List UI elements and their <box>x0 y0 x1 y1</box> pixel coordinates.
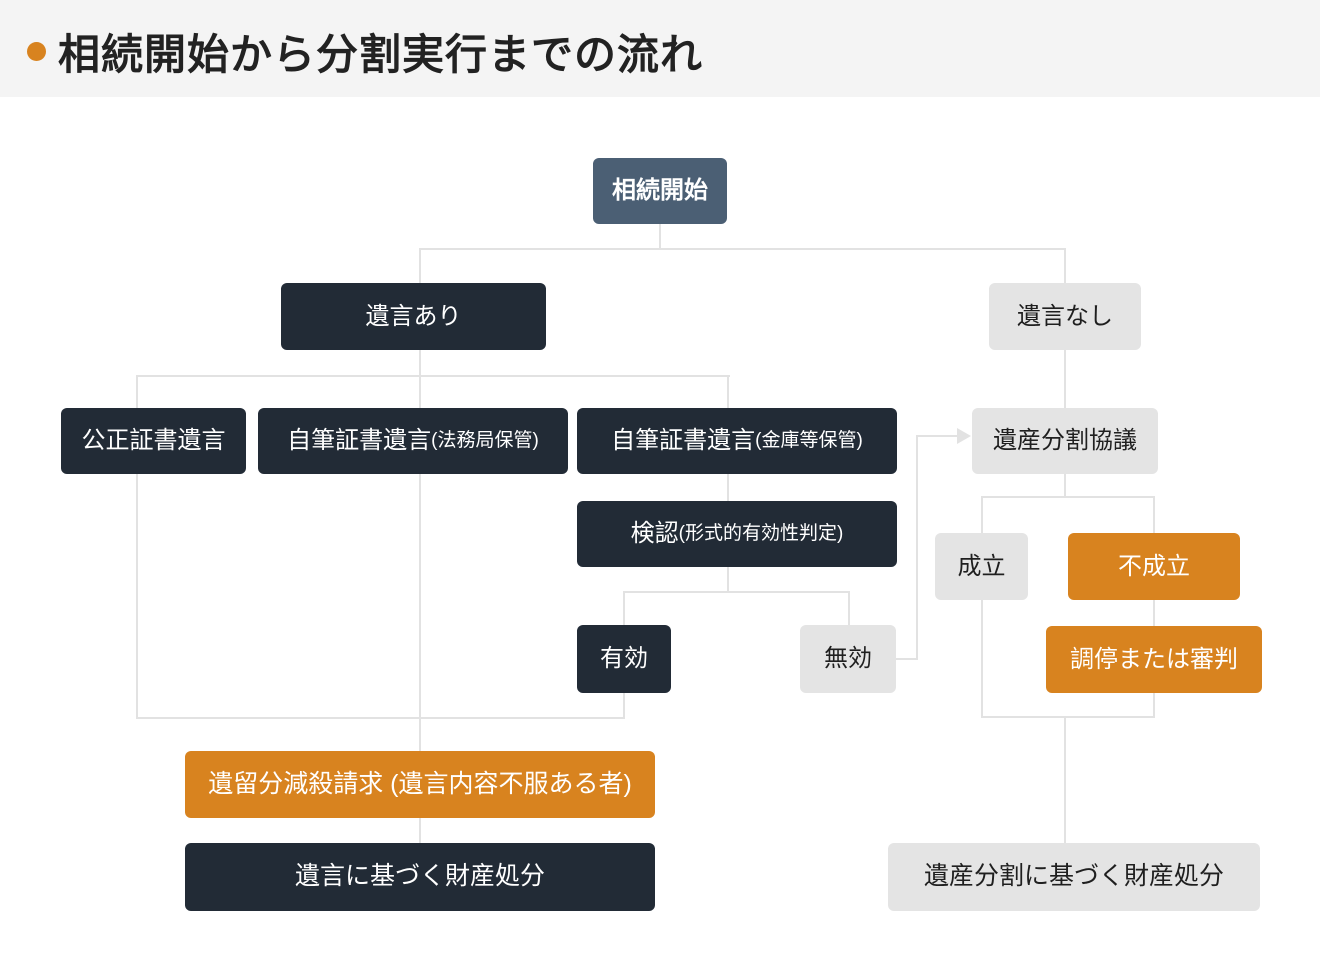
node-holograph-will-safe: 自筆証書遺言 (金庫等保管) <box>577 408 897 474</box>
node-label: 検認 <box>630 520 679 547</box>
connector <box>916 435 918 660</box>
node-invalid: 無効 <box>800 625 896 693</box>
node-label: 遺言あり <box>365 302 462 330</box>
node-inheritance-start: 相続開始 <box>593 158 727 224</box>
node-label: 調停または審判 <box>1070 645 1238 673</box>
node-agreement-failed: 不成立 <box>1068 533 1240 600</box>
connector <box>981 716 1155 718</box>
node-sublabel: (金庫等保管) <box>755 430 863 452</box>
node-label: 遺言なし <box>1017 302 1113 330</box>
connector <box>1153 496 1155 533</box>
connector <box>419 248 421 283</box>
node-label: 遺留分減殺請求 (遺言内容不服ある者) <box>208 769 632 798</box>
node-mediation-or-trial: 調停または審判 <box>1046 626 1262 693</box>
connector <box>659 224 661 250</box>
node-probate: 検認 (形式的有効性判定) <box>577 501 897 567</box>
node-holograph-will-registry: 自筆証書遺言(法務局保管) <box>258 408 568 474</box>
connector <box>623 591 625 625</box>
node-valid: 有効 <box>577 625 671 693</box>
node-notarized-will: 公正証書遺言 <box>61 408 246 474</box>
page-title: 相続開始から分割実行までの流れ <box>58 31 704 78</box>
node-sublabel: (形式的有効性判定) <box>678 523 844 545</box>
node-label: 公正証書遺言 <box>81 427 226 454</box>
connector <box>1064 474 1066 498</box>
connector <box>136 717 625 719</box>
node-no-will: 遺言なし <box>989 283 1141 350</box>
node-label: 相続開始 <box>612 177 708 204</box>
connector <box>623 693 625 719</box>
node-label: 不成立 <box>1118 552 1190 580</box>
node-label: 遺産分割協議 <box>993 427 1137 454</box>
node-label: 有効 <box>600 645 648 672</box>
node-label: 自筆証書遺言 <box>611 427 756 454</box>
node-label: 成立 <box>957 552 1006 580</box>
connector <box>419 375 421 751</box>
connector <box>419 350 421 377</box>
connector <box>1153 600 1155 626</box>
node-legitime-claim: 遺留分減殺請求 (遺言内容不服ある者) <box>185 751 655 818</box>
node-disposal-by-division: 遺産分割に基づく財産処分 <box>888 843 1260 911</box>
header-bar: 相続開始から分割実行までの流れ <box>0 0 1320 97</box>
connector <box>916 435 958 437</box>
connector <box>136 375 138 718</box>
connector <box>896 658 918 660</box>
connector <box>623 591 850 593</box>
connector <box>136 375 730 377</box>
connector <box>1064 350 1066 408</box>
connector <box>1064 716 1066 843</box>
arrow-right-icon <box>957 428 971 444</box>
node-label: 遺言に基づく財産処分 <box>294 862 545 891</box>
connector <box>419 818 421 843</box>
connector <box>848 591 850 625</box>
node-division-council: 遺産分割協議 <box>972 408 1158 474</box>
node-label: 遺産分割に基づく財産処分 <box>923 862 1224 891</box>
node-label: 自筆証書遺言 <box>287 427 432 454</box>
node-sublabel: (法務局保管) <box>431 430 539 452</box>
node-agreement-reached: 成立 <box>935 533 1028 600</box>
connector <box>981 600 983 718</box>
connector <box>981 496 1155 498</box>
connector <box>1064 248 1066 283</box>
bullet-icon <box>27 42 46 61</box>
connector <box>981 496 983 533</box>
connector <box>419 248 1066 250</box>
node-will-exists: 遺言あり <box>281 283 546 350</box>
node-label: 無効 <box>824 645 872 672</box>
connector <box>1153 693 1155 718</box>
node-disposal-by-will: 遺言に基づく財産処分 <box>185 843 655 911</box>
connector <box>727 567 729 593</box>
